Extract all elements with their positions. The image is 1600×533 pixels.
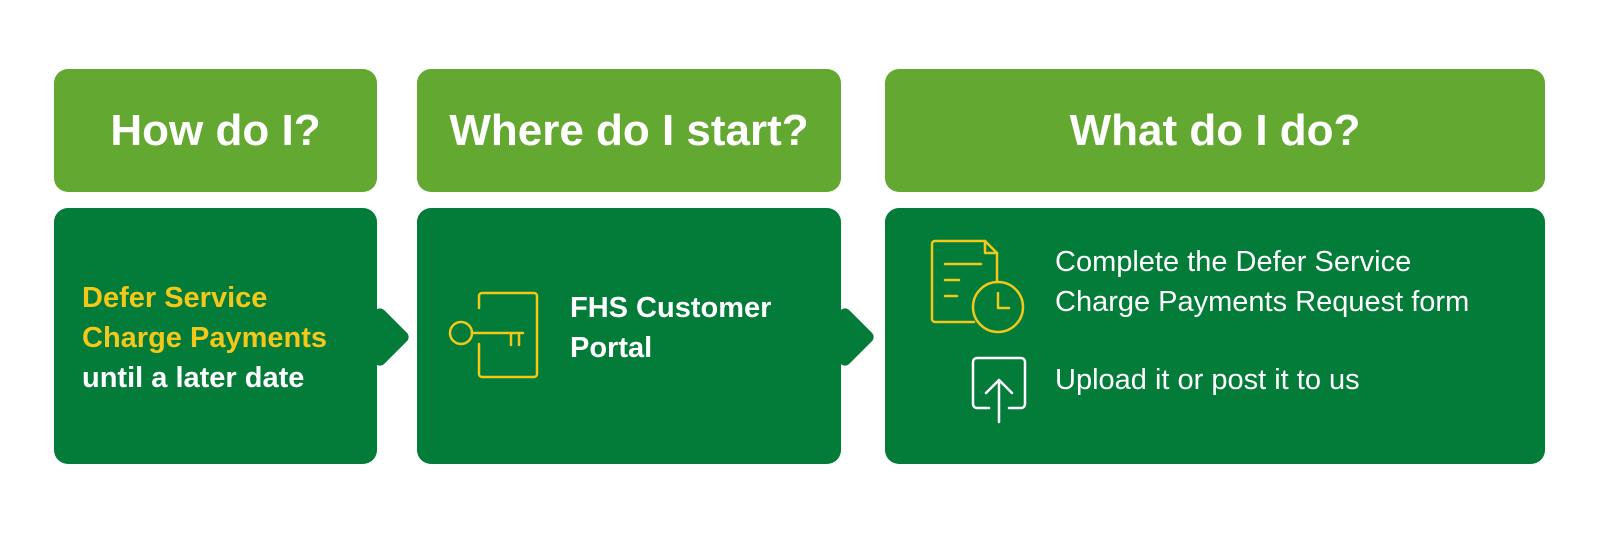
where-line2: Portal [570, 332, 653, 364]
how-highlight-line1: Defer Service [82, 282, 268, 314]
how-highlight-line2: Charge Payments [82, 322, 327, 354]
key-icon [448, 291, 539, 379]
what-card: Complete the Defer Service Charge Paymen… [885, 208, 1545, 464]
what-step1-text: Complete the Defer Service Charge Paymen… [1055, 242, 1469, 322]
document-clock-icon [930, 239, 1025, 334]
header-what-do-i-do: What do I do? [885, 69, 1545, 192]
how-card-text: Defer Service Charge Payments until a la… [82, 278, 327, 398]
header-how-do-i: How do I? [54, 69, 377, 192]
where-card: FHS Customer Portal [417, 208, 841, 464]
header-where-do-i-start: Where do I start? [417, 69, 841, 192]
header-what-label: What do I do? [1069, 105, 1361, 155]
header-how-label: How do I? [110, 105, 321, 155]
upload-icon [971, 356, 1027, 424]
how-card: Defer Service Charge Payments until a la… [54, 208, 377, 464]
where-card-text: FHS Customer Portal [570, 288, 771, 368]
how-plain-line: until a later date [82, 362, 305, 394]
what-step1-line1: Complete the Defer Service [1055, 246, 1412, 278]
what-step1-line2: Charge Payments Request form [1055, 286, 1470, 318]
what-step2-text: Upload it or post it to us [1055, 364, 1360, 396]
header-where-label: Where do I start? [449, 105, 809, 155]
where-line1: FHS Customer [570, 292, 772, 324]
